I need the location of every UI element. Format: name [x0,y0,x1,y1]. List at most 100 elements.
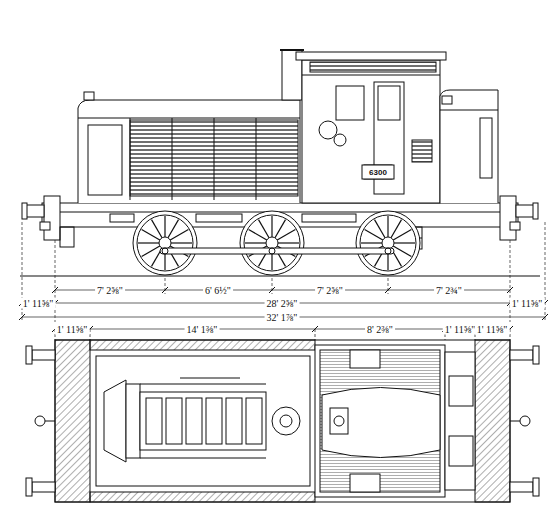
plan-view [272,407,300,435]
wheel-set [387,216,388,237]
side-elevation [110,214,134,222]
number-plate [362,165,394,179]
dimension-lines [507,287,513,293]
side-elevation [172,118,173,200]
wheel-set [159,237,171,249]
dimension-lines [510,240,511,322]
plan-view [26,329,539,502]
number-plate-text: 6300 [368,167,388,178]
wheel-set [133,211,197,275]
side-elevation [88,125,122,195]
dimension-lines [19,222,548,332]
side-elevation [280,49,304,51]
side-elevation [256,118,257,200]
wheel-set [266,237,278,249]
dimension-lines [269,287,275,293]
side-elevation [296,52,446,60]
side-elevation [336,86,364,120]
wheel-set [249,230,267,241]
plan-view [510,482,533,492]
wheel-set [142,246,160,257]
side-elevation [510,222,520,230]
wheel-set [393,230,411,241]
side-elevation [440,90,498,203]
wheel-set [365,230,383,241]
engine-cylinders [186,398,202,444]
side-elevation [500,196,516,240]
wheel-set [275,220,286,238]
wheel-set [391,220,402,238]
plan-view [180,378,240,379]
wheel-set [375,220,386,238]
side-elevation [26,205,44,217]
plan-view [320,350,440,492]
dimension-text: 28' 2⅝" [265,298,300,309]
plan-view [140,392,266,450]
dimension-text: 14' 1⅜" [185,324,220,335]
side-elevation [302,214,356,222]
plan-view [55,340,90,502]
side-elevation [310,62,436,72]
dimension-text: 6' 6½" [203,285,233,296]
side-elevation [20,50,540,276]
plan-view [32,350,55,360]
side-elevation [196,214,242,222]
wheel-set [138,242,159,243]
side-elevation [214,118,215,200]
wheel-set [133,211,420,275]
dimension-text: 1' 11⅝" [443,324,478,335]
plan-view [90,492,315,502]
dimension-text: 1' 11⅝" [55,324,90,335]
plan-view [475,340,510,502]
wheel-set [164,216,165,237]
plan-view [445,352,475,490]
plan-view [26,346,32,364]
plan-view [90,340,315,350]
plan-view [350,474,380,492]
wheel-set [259,220,270,238]
wheel-set [168,220,179,238]
side-elevation [533,203,538,219]
plan-view [510,329,511,340]
side-elevation [442,96,452,104]
wheel-set [360,215,416,271]
plan-view [520,416,530,426]
plan-view [140,384,266,385]
wheel-set [245,242,266,243]
plan-view [126,384,140,458]
dimension-lines [19,314,25,320]
wheel-set [171,242,192,243]
wheel-set [382,237,394,249]
engine-cylinders [146,398,162,444]
dimension-text: 1' 11⅝" [21,298,56,309]
wheel-set [271,216,272,237]
plan-view [449,376,473,406]
dimension-lines [385,287,391,293]
side-elevation [516,205,534,217]
side-elevation [78,118,300,119]
side-elevation [78,100,300,203]
plan-view [533,346,539,364]
dimension-text: 1' 11⅝" [510,298,545,309]
dimension-lines [162,287,168,293]
side-elevation [60,227,74,247]
dimension-lines [388,278,389,294]
plan-view [280,415,292,427]
plan-view [26,478,32,496]
side-elevation [40,222,50,230]
wheel-set [244,215,300,271]
dimension-lines [272,278,273,294]
wheel-set [394,242,415,243]
side-elevation [22,203,27,219]
dimension-text: 7' 2¾" [434,285,464,296]
side-elevation [319,121,337,139]
dimension-text: 7' 2⅝" [315,285,345,296]
side-elevation [364,165,392,179]
wheel-set [137,215,193,271]
engine-cylinders [206,398,222,444]
dimension-text: 1' 11⅝" [475,324,510,335]
plan-view [96,356,310,486]
wheel-set [393,246,411,257]
wheel-set [170,230,188,241]
